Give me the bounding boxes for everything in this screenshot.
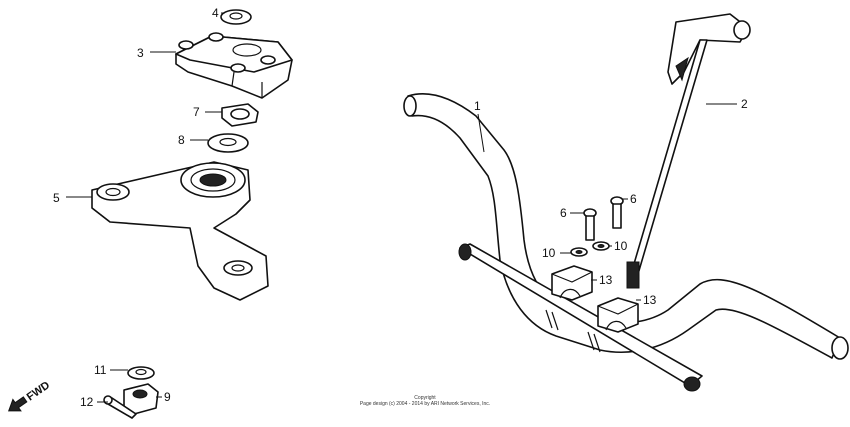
callout-8: 8 bbox=[178, 133, 185, 147]
bolt-part-6-right[interactable] bbox=[610, 196, 624, 229]
callout-4: 4 bbox=[212, 6, 219, 20]
upper-holder-part-3[interactable] bbox=[175, 32, 293, 99]
callout-10-right: 10 bbox=[614, 239, 628, 253]
callout-5: 5 bbox=[53, 191, 60, 205]
callout-11: 11 bbox=[94, 363, 107, 377]
callout-7: 7 bbox=[193, 105, 200, 119]
copyright-line-1: Copyright bbox=[414, 395, 436, 401]
nut-part-7[interactable] bbox=[221, 103, 259, 127]
callout-6-right: 6 bbox=[630, 192, 637, 206]
callout-13-lower: 13 bbox=[643, 293, 657, 307]
callout-13-upper: 13 bbox=[599, 273, 613, 287]
copyright-line-2: Page design (c) 2004 - 2014 by ARI Netwo… bbox=[359, 401, 491, 407]
holder-part-13-lower[interactable] bbox=[597, 297, 639, 333]
leader-lines bbox=[66, 12, 737, 403]
top-bridge-part-5[interactable] bbox=[91, 161, 269, 301]
cotter-pin-part-12[interactable] bbox=[103, 395, 137, 419]
washer-part-4[interactable] bbox=[220, 9, 252, 25]
washer-part-10-right[interactable] bbox=[592, 241, 610, 251]
callout-1: 1 bbox=[474, 99, 481, 113]
washer-part-11[interactable] bbox=[127, 366, 155, 380]
rod-part-2[interactable] bbox=[626, 13, 751, 289]
callout-9: 9 bbox=[164, 390, 171, 404]
callout-6-left: 6 bbox=[560, 206, 567, 220]
forward-arrow-icon bbox=[7, 396, 28, 412]
bolt-part-6-left[interactable] bbox=[583, 208, 597, 241]
callout-labels: 1 2 3 4 5 6 6 7 8 9 10 10 11 12 13 13 bbox=[53, 6, 748, 409]
washer-part-10-left[interactable] bbox=[570, 247, 588, 257]
callout-2: 2 bbox=[741, 97, 748, 111]
callout-3: 3 bbox=[137, 46, 144, 60]
washer-part-8[interactable] bbox=[207, 133, 249, 153]
holder-part-13-upper[interactable] bbox=[551, 265, 593, 301]
handlebar-part-1[interactable] bbox=[403, 93, 849, 392]
callout-10-left: 10 bbox=[542, 246, 556, 260]
nut-part-9[interactable] bbox=[123, 383, 159, 415]
callout-12: 12 bbox=[80, 395, 94, 409]
fwd-label: FWD bbox=[25, 379, 52, 403]
forward-direction-indicator: FWD bbox=[7, 379, 52, 412]
